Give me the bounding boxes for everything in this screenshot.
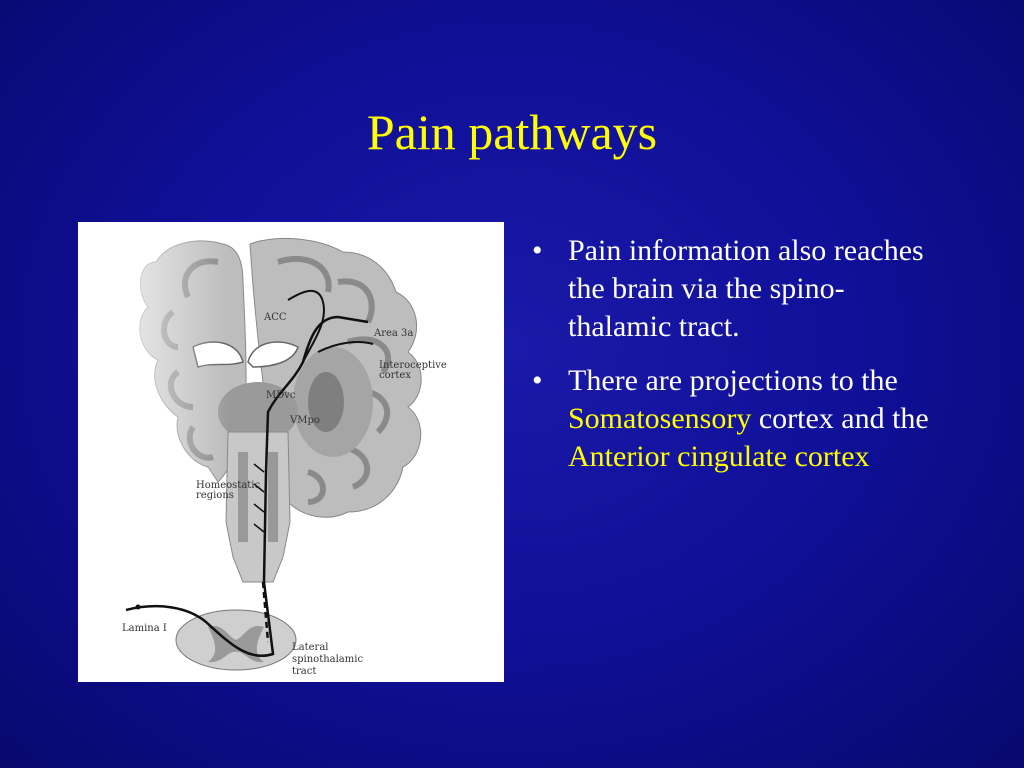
label-lateral: Lateral	[292, 642, 328, 653]
label-interoceptive: Interoceptive	[379, 360, 447, 371]
highlight-somatosensory: Somatosensory	[568, 402, 752, 435]
bullet-text: Pain information also reaches the brain …	[568, 234, 924, 343]
label-spinothalamic: spinothalamic	[292, 654, 363, 665]
label-vmpo: VMpo	[289, 415, 320, 426]
spinothalamic-pathway-line	[125, 315, 369, 657]
bullet-item: • Pain information also reaches the brai…	[530, 232, 930, 346]
bullet-text-part: There are projections to the	[568, 364, 898, 397]
bullet-text-part: cortex and the	[751, 402, 929, 435]
label-homeostatic-regions: regions	[196, 490, 234, 501]
brain-diagram-figure: ACC Area 3a Interoceptive cortex MDvc VM…	[78, 222, 504, 682]
label-interoceptive-cortex: cortex	[379, 370, 411, 381]
brain-pain-pathway-diagram: ACC Area 3a Interoceptive cortex MDvc VM…	[78, 222, 447, 677]
bullet-list: • Pain information also reaches the brai…	[530, 232, 930, 492]
label-lamina: Lamina I	[122, 623, 167, 634]
bullet-item: • There are projections to the Somatosen…	[530, 362, 930, 476]
label-homeostatic: Homeostatic	[196, 480, 260, 491]
bullet-marker: •	[532, 234, 543, 267]
highlight-anterior-cingulate: Anterior cingulate cortex	[568, 440, 870, 473]
label-acc: ACC	[263, 312, 287, 323]
label-tract: tract	[292, 666, 316, 677]
page-title: Pain pathways	[366, 104, 658, 160]
bullet-marker: •	[532, 364, 543, 397]
label-area-3a: Area 3a	[373, 328, 413, 339]
label-mdvc: MDvc	[266, 390, 296, 401]
